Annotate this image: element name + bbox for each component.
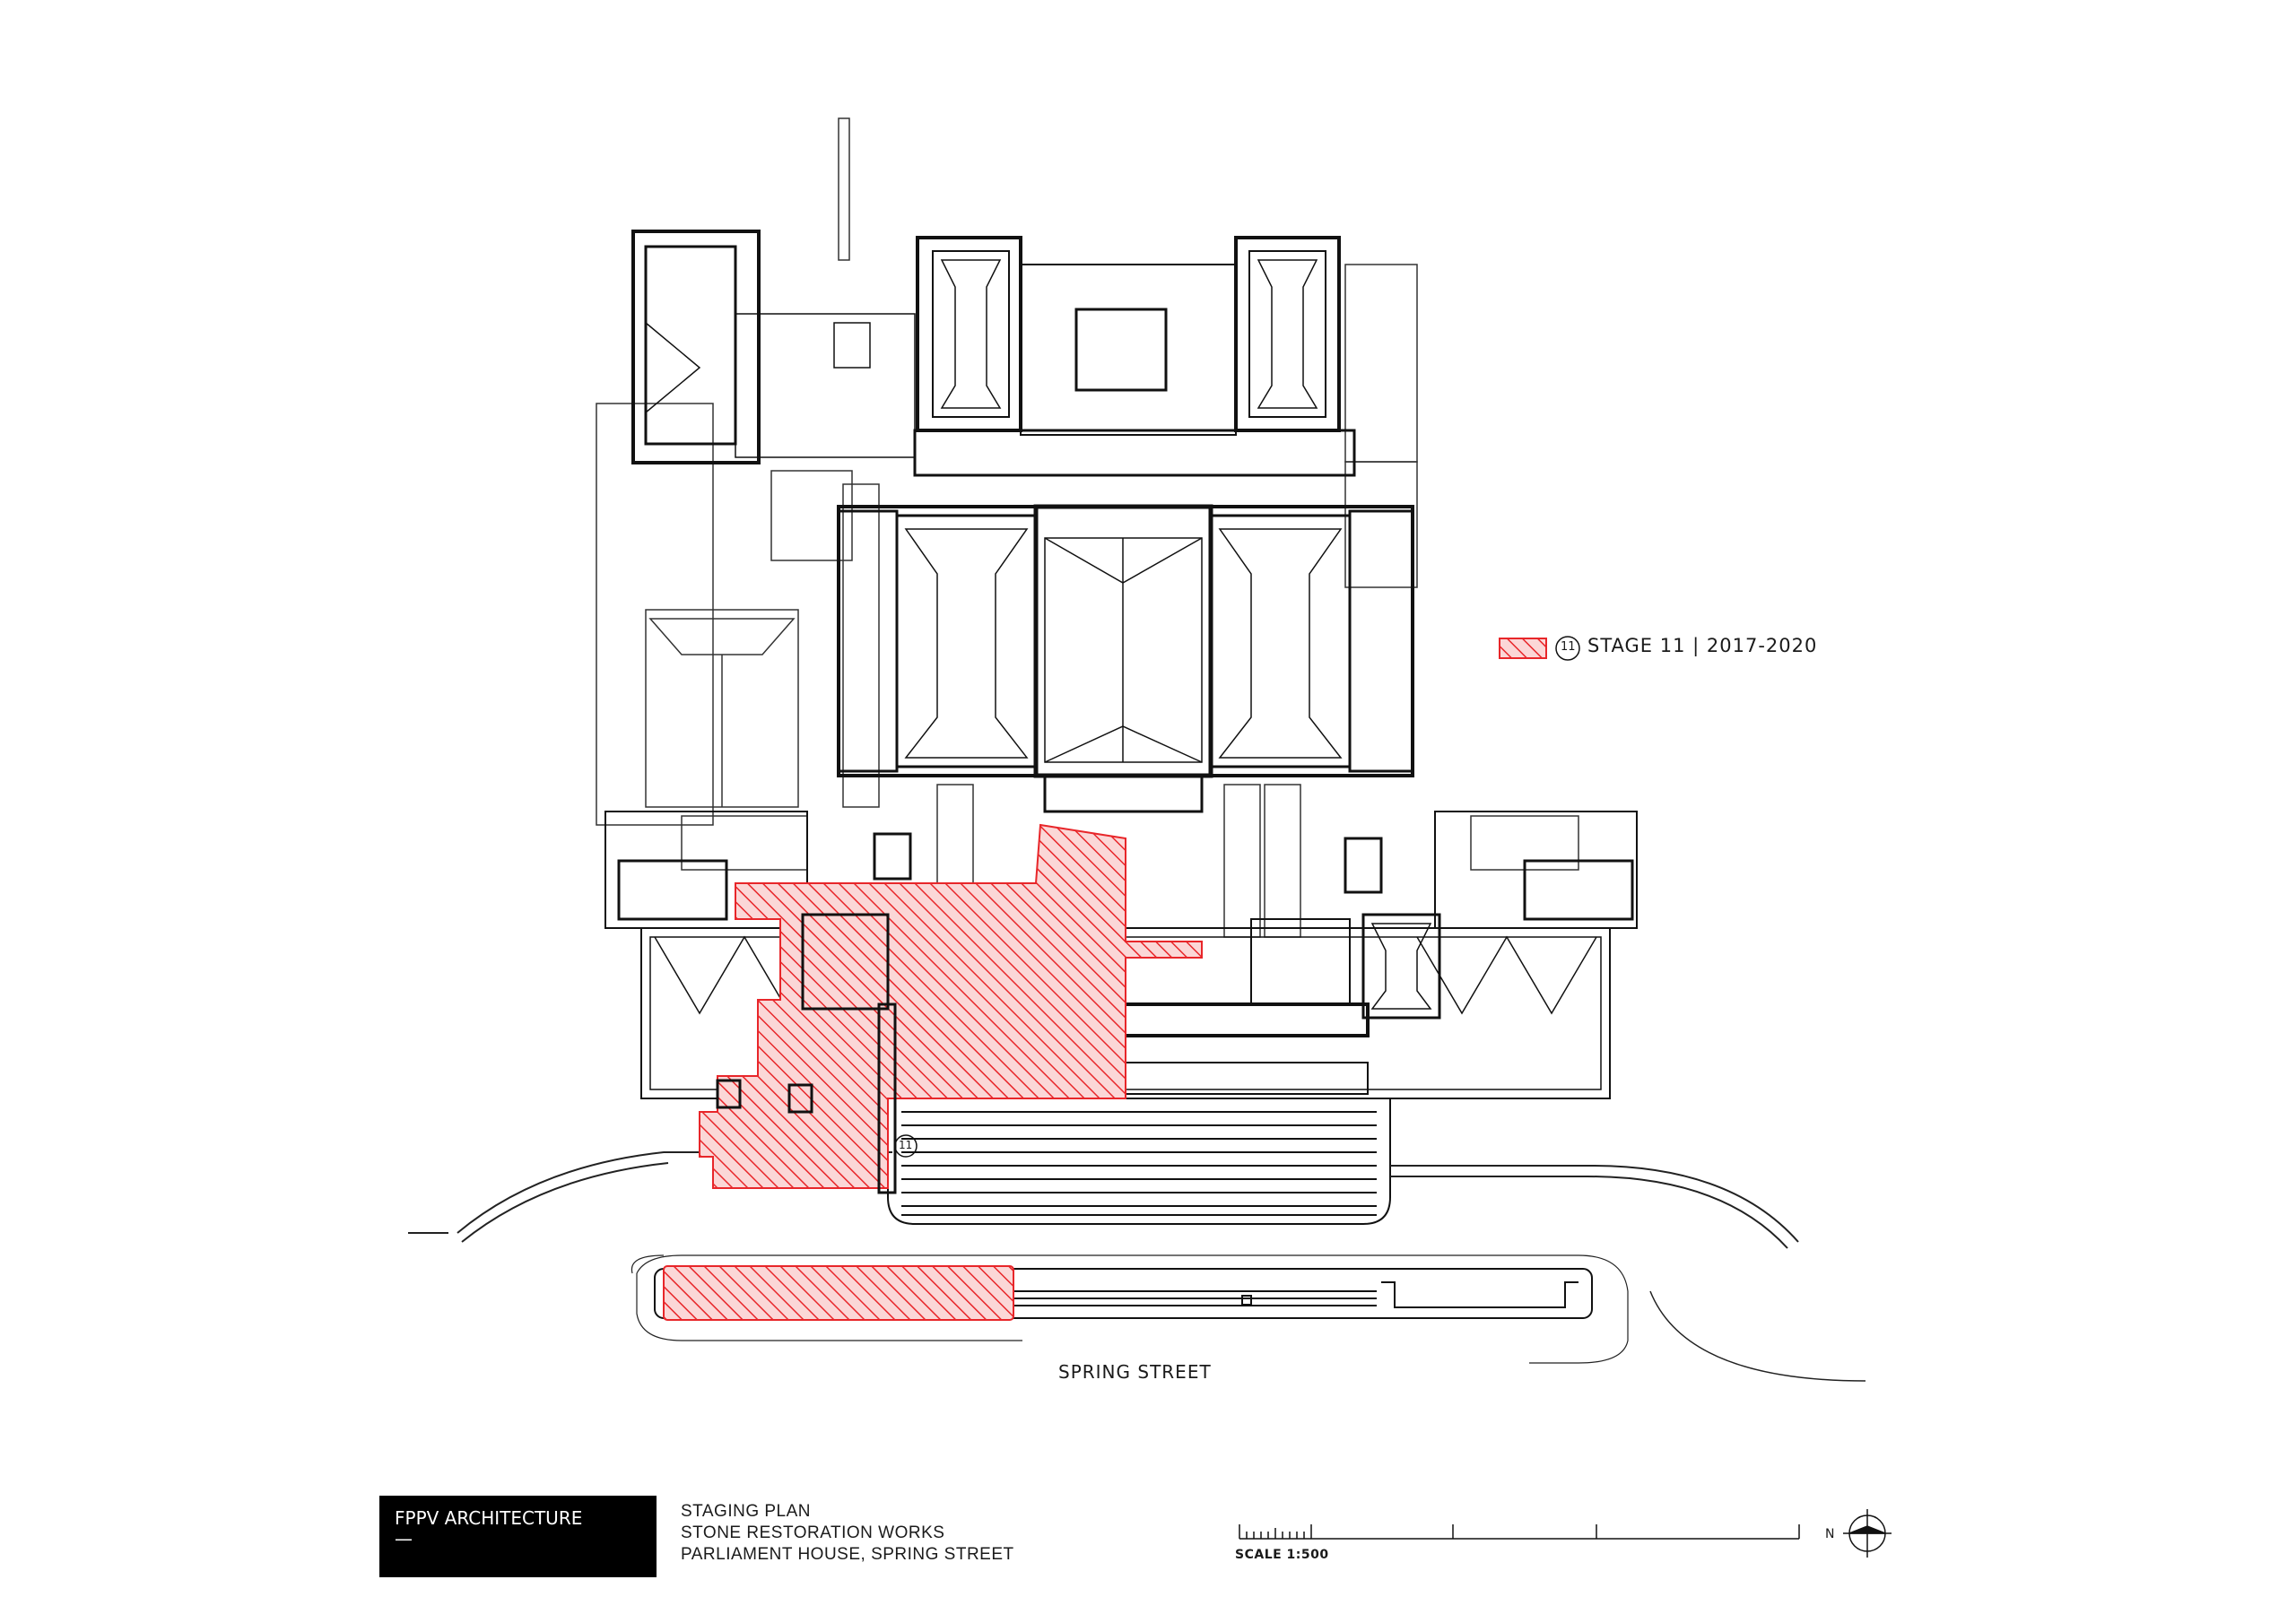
north-arrow-icon xyxy=(1843,1509,1892,1558)
central-block xyxy=(837,504,1414,813)
legend-swatch xyxy=(1499,636,1580,661)
front-steps xyxy=(887,1098,1391,1225)
stage-11-hatch xyxy=(663,823,1203,1321)
drawing-title-line-3: PARLIAMENT HOUSE, SPRING STREET xyxy=(681,1545,1014,1564)
legend-stage-number: 11 xyxy=(1561,640,1576,654)
street-name-label: SPRING STREET xyxy=(1058,1361,1212,1383)
hatch-overlay-lines xyxy=(716,913,918,1194)
firm-name: FPPV ARCHITECTURE xyxy=(395,1507,583,1529)
legend-stage-label: STAGE 11 | 2017-2020 xyxy=(1587,635,1818,656)
forecourt xyxy=(408,1151,1866,1382)
plan-light-lines xyxy=(596,117,1579,938)
scale-bar xyxy=(1239,1524,1800,1540)
north-wing xyxy=(631,230,1356,477)
plan-stage-marker: 11 xyxy=(899,1139,913,1151)
traffic-island xyxy=(654,1268,1593,1319)
firm-dash: — xyxy=(395,1528,413,1549)
drawing-title-line-2: STONE RESTORATION WORKS xyxy=(681,1523,945,1542)
stage-marker-circle xyxy=(894,1134,918,1158)
scale-label: SCALE 1:500 xyxy=(1235,1548,1329,1562)
firm-title-box xyxy=(379,1496,657,1577)
north-label: N xyxy=(1825,1527,1835,1541)
drawing-title-line-1: STAGING PLAN xyxy=(681,1502,812,1521)
